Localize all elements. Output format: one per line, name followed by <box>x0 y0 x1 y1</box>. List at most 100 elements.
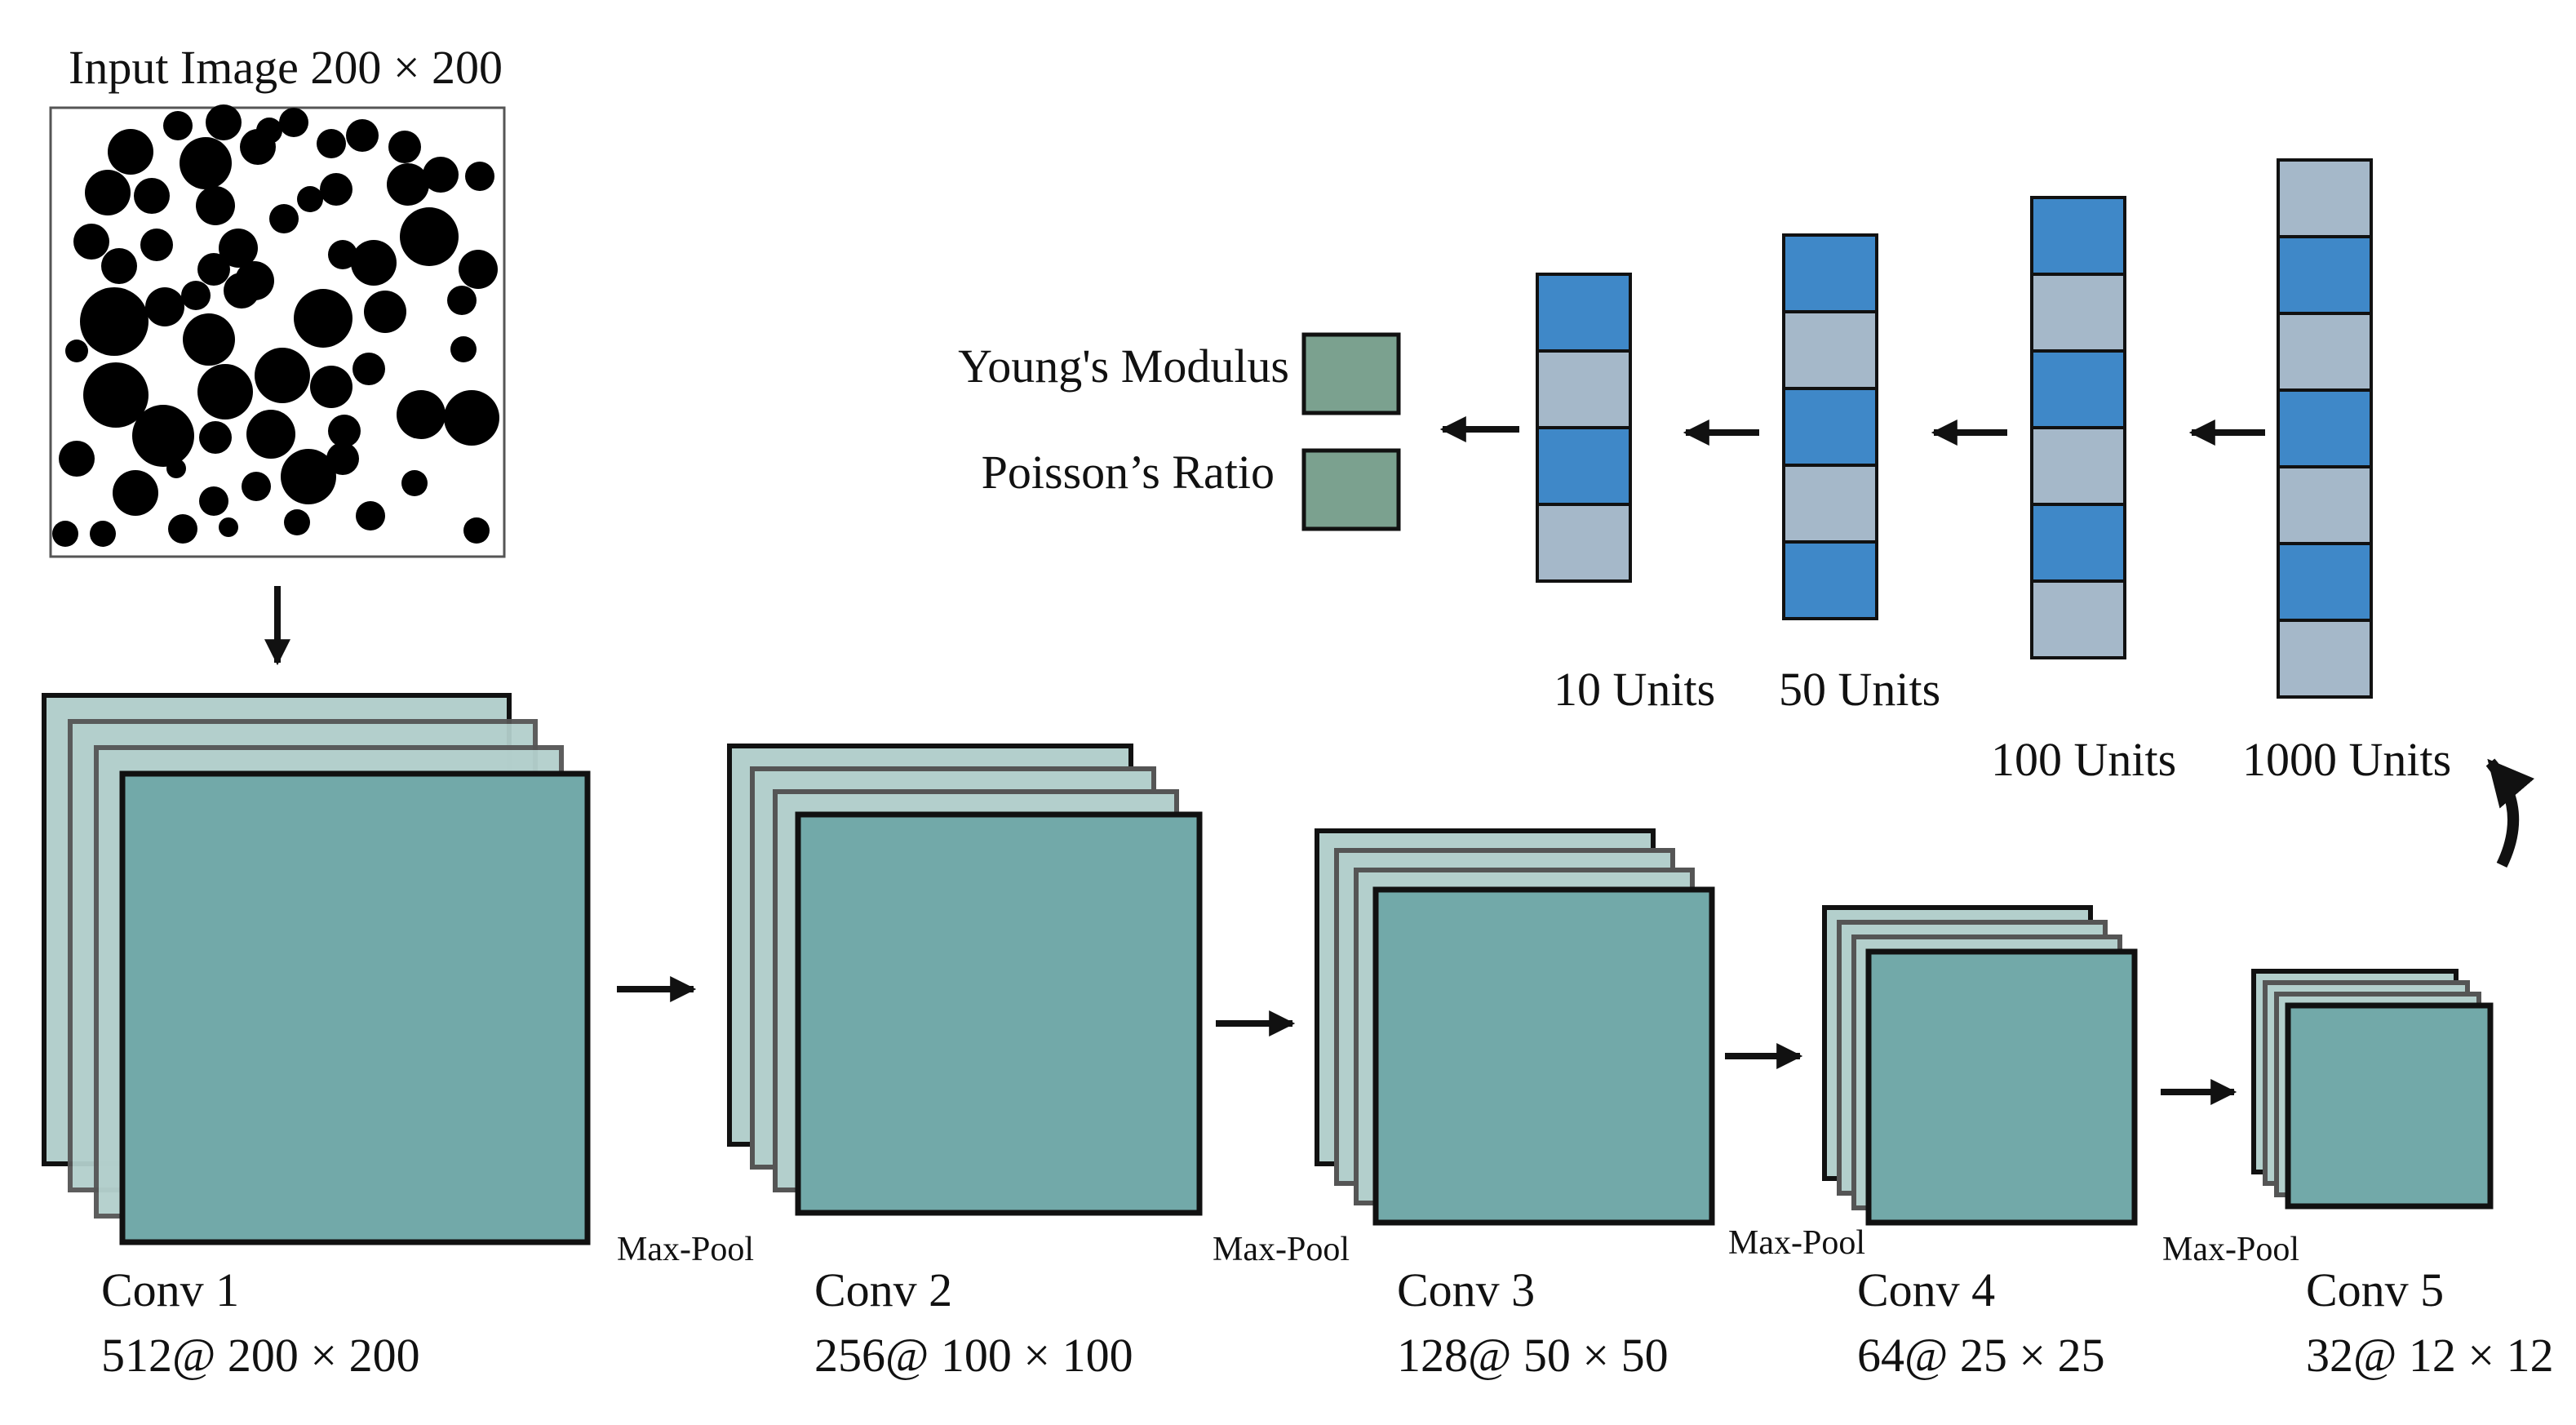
particle <box>80 287 149 356</box>
dense-col-100-cell <box>2030 273 2126 353</box>
particle <box>328 415 361 447</box>
conv5-stack <box>2251 969 2494 1210</box>
dense-col-10-cell <box>1536 349 1632 429</box>
particle <box>256 118 282 144</box>
particle <box>246 410 295 459</box>
particle <box>140 229 173 261</box>
dense-col-1000-cell <box>2277 312 2373 392</box>
output-poissons-ratio-box <box>1301 448 1401 531</box>
particle <box>284 509 310 535</box>
particle <box>52 521 78 547</box>
particle <box>463 517 490 544</box>
dense-col-50-cell <box>1782 387 1878 467</box>
dense-col-50-cell <box>1782 464 1878 544</box>
dense-col-100-cell <box>2030 503 2126 583</box>
particle <box>279 108 308 137</box>
dense-layers <box>1536 158 2373 699</box>
dense-col-10-cell <box>1536 503 1632 583</box>
particle <box>294 289 352 348</box>
particle <box>242 472 271 501</box>
particle <box>183 313 235 366</box>
dense-col-10-cell <box>1536 426 1632 506</box>
dense-col-1000-cell <box>2277 235 2373 315</box>
particle <box>423 157 459 193</box>
input-image-title: Input Image 200 × 200 <box>69 41 503 94</box>
conv5-name: Conv 5 <box>2306 1263 2444 1316</box>
particle <box>199 486 228 516</box>
particle <box>181 281 211 310</box>
particle <box>73 224 109 260</box>
dense-col-100-cell <box>2030 196 2126 276</box>
particle <box>450 336 477 362</box>
dense-col-50-cell <box>1782 540 1878 620</box>
particle <box>364 291 406 333</box>
particle <box>346 119 379 152</box>
conv2-stack <box>727 744 1203 1216</box>
conv1-stack <box>42 693 591 1245</box>
particle <box>317 129 346 158</box>
dense-col-50-cell <box>1782 233 1878 313</box>
arrow-conv5-to-dense <box>2485 758 2535 868</box>
dense-col-1000-cell <box>2277 465 2373 545</box>
particle <box>134 178 170 214</box>
particle <box>83 362 149 428</box>
particle <box>459 250 498 289</box>
particle <box>199 421 232 454</box>
particle <box>219 229 258 268</box>
dense-col-1000-cell <box>2277 388 2373 468</box>
dense-col-1000-cell <box>2277 542 2373 622</box>
particle <box>320 173 352 206</box>
particle <box>297 186 323 212</box>
particle <box>166 459 186 478</box>
particle <box>447 286 477 315</box>
conv3-name: Conv 3 <box>1397 1263 1535 1316</box>
dense-col-100-cell <box>2030 349 2126 429</box>
particle <box>401 470 428 496</box>
maxpool-label-4: Max-Pool <box>2162 1231 2299 1268</box>
particle <box>196 186 235 225</box>
particle <box>206 104 242 140</box>
particle <box>356 501 385 530</box>
particle <box>326 442 359 475</box>
particle <box>59 441 95 477</box>
particle <box>224 273 259 309</box>
particle <box>168 514 197 544</box>
dense-col-1000-cell <box>2277 158 2373 238</box>
particle <box>387 163 429 206</box>
particle <box>400 207 459 266</box>
particle <box>281 449 336 504</box>
conv2-name: Conv 2 <box>814 1263 952 1316</box>
maxpool-label-1: Max-Pool <box>617 1231 754 1268</box>
conv4-name: Conv 4 <box>1857 1263 1995 1316</box>
dense-col-100-cell <box>2030 579 2126 659</box>
conv3-dims: 128@ 50 × 50 <box>1397 1329 1669 1382</box>
particle <box>85 170 131 215</box>
particle <box>465 162 494 191</box>
particle <box>180 137 232 189</box>
conv4-stack <box>1822 905 2138 1226</box>
dense-col-50-cell <box>1782 310 1878 390</box>
particle <box>255 348 310 403</box>
particle <box>388 131 421 163</box>
dense-col-100-cell <box>2030 426 2126 506</box>
maxpool-label-2: Max-Pool <box>1213 1231 1350 1268</box>
particle <box>65 340 88 362</box>
particle <box>197 253 230 286</box>
dense-col-1000-cell <box>2277 619 2373 699</box>
particle <box>197 364 253 420</box>
dense-label-100: 100 Units <box>1991 733 2176 786</box>
dense-label-10: 10 Units <box>1554 663 1715 716</box>
conv1-dims: 512@ 200 × 200 <box>101 1329 420 1382</box>
output-youngs-modulus-label: Young's Modulus <box>958 340 1289 393</box>
particle <box>444 390 499 446</box>
particle <box>90 521 116 547</box>
particle <box>101 248 137 284</box>
particle <box>132 405 194 467</box>
conv3-stack <box>1315 828 1715 1226</box>
particle <box>108 129 153 175</box>
particle <box>145 287 184 326</box>
particle <box>310 366 352 408</box>
particle <box>328 240 357 269</box>
conv5-dims: 32@ 12 × 12 <box>2306 1329 2554 1382</box>
